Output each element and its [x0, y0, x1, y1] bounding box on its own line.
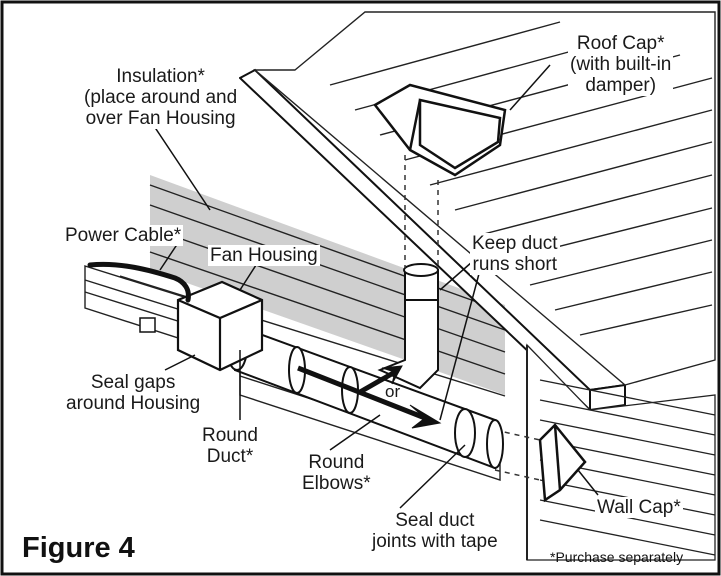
keep-duct-short-label: Keep duct runs short [470, 233, 560, 275]
insulation-label-line-3: over Fan Housing [85, 108, 236, 129]
wall-cap [538, 423, 587, 503]
or-label: or [383, 381, 402, 402]
power-cable-label: Power Cable* [63, 225, 184, 246]
airflow-arrows [297, 365, 442, 429]
vertical-duct [377, 263, 439, 390]
insulation-label-line-1: Insulation* [116, 66, 205, 87]
power-cable-label-line-1: Power Cable* [65, 225, 182, 246]
round-elbows-label-line-2: Elbows* [302, 473, 371, 494]
seal-joints-label-line-1: Seal duct [395, 510, 475, 531]
roof-cap-label-line-2: (with built-in [570, 54, 672, 75]
seal-gaps-label-line-2: around Housing [66, 393, 201, 414]
wall-cap-label-line-1: Wall Cap* [597, 497, 681, 518]
seal-joints-label: Seal duct joints with tape [370, 510, 500, 552]
roof-cap-label: Roof Cap* (with built-in damper) [568, 33, 674, 96]
fan-housing-label-line-1: Fan Housing [210, 245, 318, 266]
fan-housing-label: Fan Housing [208, 245, 320, 266]
seal-gaps-label: Seal gaps around Housing [64, 372, 203, 414]
round-elbows-label: Round Elbows* [300, 452, 373, 494]
round-duct-label-line-2: Duct* [206, 446, 254, 467]
power-cable [87, 261, 191, 333]
roof-cap-label-line-1: Roof Cap* [576, 33, 665, 54]
round-duct-label: Round Duct* [200, 425, 260, 467]
roof-cap-label-line-3: damper) [585, 75, 657, 96]
alignment-dashes [404, 155, 541, 481]
roof-shingles [253, 11, 716, 386]
roof-cap [373, 83, 507, 177]
or-label-line-1: or [385, 382, 401, 401]
insulation-label-line-2: (place around and [84, 87, 238, 108]
seal-gaps-label-line-1: Seal gaps [90, 372, 176, 393]
seal-joints-label-line-2: joints with tape [372, 531, 498, 552]
round-elbows-label-line-1: Round [308, 452, 365, 473]
wall-cap-label: Wall Cap* [595, 497, 683, 518]
fan-housing [176, 280, 264, 372]
keep-duct-short-label-line-2: runs short [472, 254, 558, 275]
figure-footnote: *Purchase separately [550, 549, 684, 565]
keep-duct-short-label-line-1: Keep duct [472, 233, 558, 254]
insulation-label: Insulation* (place around and over Fan H… [82, 66, 240, 129]
round-duct-label-line-1: Round [202, 425, 258, 446]
figure-title: Figure 4 [22, 532, 135, 564]
